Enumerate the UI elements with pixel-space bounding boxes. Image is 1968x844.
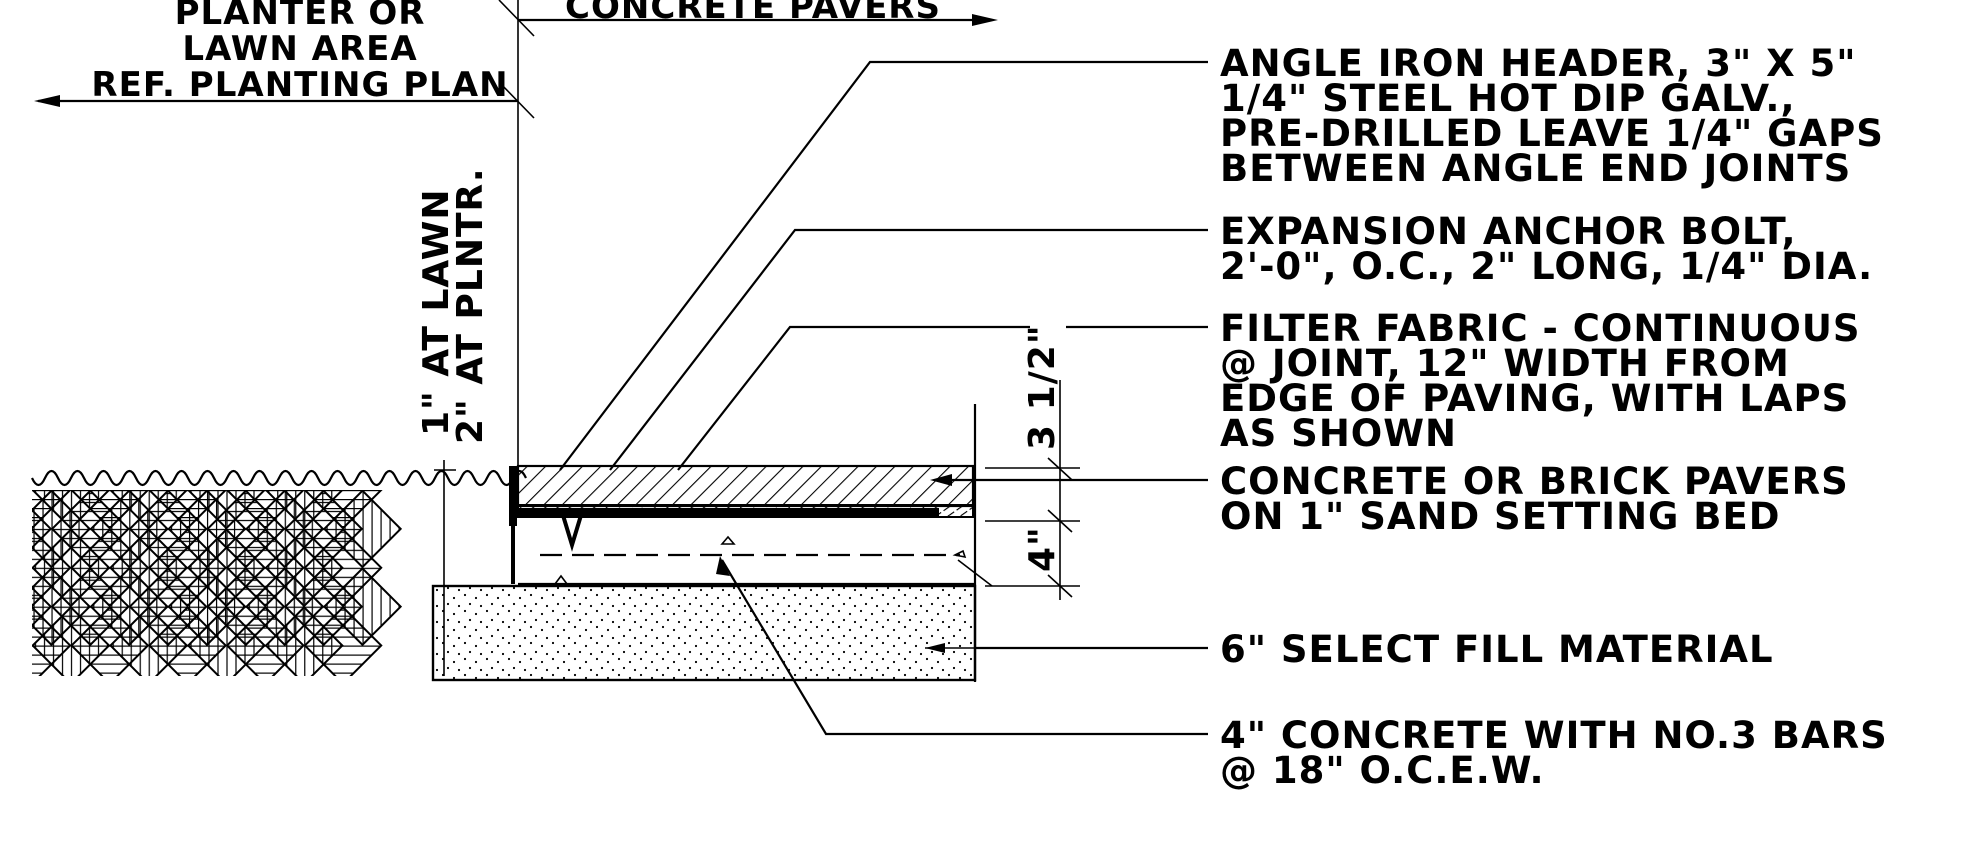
planter-dimension-label: 2" AT PLNTR. [450,167,491,444]
callout-angle-iron-line-1: ANGLE IRON HEADER, 3" X 5" [1220,42,1857,85]
top-dimension-lines [34,0,998,480]
callout-anchor-bolt-line-1: EXPANSION ANCHOR BOLT, [1220,210,1797,253]
top-labels: PLANTER OR LAWN AREA REF. PLANTING PLAN … [91,0,941,105]
callout-notes: ANGLE IRON HEADER, 3" X 5" 1/4" STEEL HO… [1220,42,1888,792]
right-vertical-dimensions: 3 1/2" 4" [985,324,1080,600]
callout-filter-fabric-line-2: @ JOINT, 12" WIDTH FROM [1220,342,1790,385]
callout-angle-iron-line-2: 1/4" STEEL HOT DIP GALV., [1220,77,1796,120]
callout-fill-line-1: 6" SELECT FILL MATERIAL [1220,628,1774,671]
callout-pavers-line-1: CONCRETE OR BRICK PAVERS [1220,460,1849,503]
callout-filter-fabric-line-1: FILTER FABRIC - CONTINUOUS [1220,307,1861,350]
paver-layer [516,464,975,552]
callout-filter-fabric-line-4: AS SHOWN [1220,412,1457,455]
callout-fill: 6" SELECT FILL MATERIAL [1220,628,1774,671]
planter-label-line-1: PLANTER OR [175,0,426,33]
callout-concrete-line-2: @ 18" O.C.E.W. [1220,749,1545,792]
select-fill-layer [431,584,977,682]
lawn-dimension-label: 1" AT LAWN [416,188,457,436]
pavers-header-label: CONCRETE PAVERS [565,0,941,27]
slab-dimension-label: 4" [1022,526,1063,572]
callout-angle-iron-line-4: BETWEEN ANGLE END JOINTS [1220,147,1851,190]
callout-concrete: 4" CONCRETE WITH NO.3 BARS @ 18" O.C.E.W… [1220,714,1888,792]
callout-anchor-bolt-line-2: 2'-0", O.C., 2" LONG, 1/4" DIA. [1220,245,1873,288]
paver-height-dimension-label: 3 1/2" [1022,324,1063,450]
planter-label-line-2: LAWN AREA [182,29,417,69]
planter-soil-section [31,469,527,676]
callout-angle-iron: ANGLE IRON HEADER, 3" X 5" 1/4" STEEL HO… [1220,42,1884,190]
planter-label-line-3: REF. PLANTING PLAN [91,65,508,105]
callout-filter-fabric: FILTER FABRIC - CONTINUOUS @ JOINT, 12" … [1220,307,1861,455]
leader-lines [559,60,1208,736]
left-vertical-dimensions: 1" AT LAWN 2" AT PLNTR. [416,167,491,676]
callout-anchor-bolt: EXPANSION ANCHOR BOLT, 2'-0", O.C., 2" L… [1220,210,1873,288]
callout-angle-iron-line-3: PRE-DRILLED LEAVE 1/4" GAPS [1220,112,1884,155]
callout-filter-fabric-line-3: EDGE OF PAVING, WITH LAPS [1220,377,1849,420]
callout-concrete-line-1: 4" CONCRETE WITH NO.3 BARS [1220,714,1888,757]
callout-pavers: CONCRETE OR BRICK PAVERS ON 1" SAND SETT… [1220,460,1849,538]
callout-pavers-line-2: ON 1" SAND SETTING BED [1220,495,1780,538]
